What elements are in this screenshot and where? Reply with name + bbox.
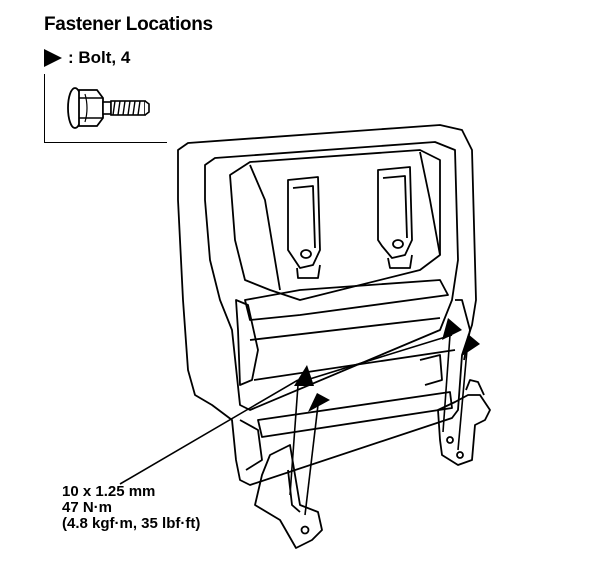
bolt-marker-icon — [442, 318, 462, 340]
torque-imperial-label: (4.8 kgf·m, 35 lbf·ft) — [62, 515, 201, 532]
bolt-marker-icon — [308, 393, 330, 412]
torque-spec: 10 x 1.25 mm 47 N·m (4.8 kgf·m, 35 lbf·f… — [62, 484, 200, 532]
bolt-legend: : Bolt, 4 — [44, 48, 130, 68]
flange-bolt-icon — [67, 87, 150, 129]
bolt-illustration-box — [44, 74, 167, 143]
triangle-bolt-marker-icon — [44, 49, 62, 67]
torque-nm-label: 47 N·m — [62, 499, 113, 516]
leader-lines — [119, 334, 468, 516]
diagram-title: Fastener Locations — [44, 14, 213, 35]
bolt-marker-icon — [294, 365, 314, 386]
bolt-size-label: 10 x 1.25 mm — [62, 483, 156, 500]
seat-back-frame — [177, 124, 491, 549]
bolt-legend-label: : Bolt, 4 — [68, 48, 131, 67]
